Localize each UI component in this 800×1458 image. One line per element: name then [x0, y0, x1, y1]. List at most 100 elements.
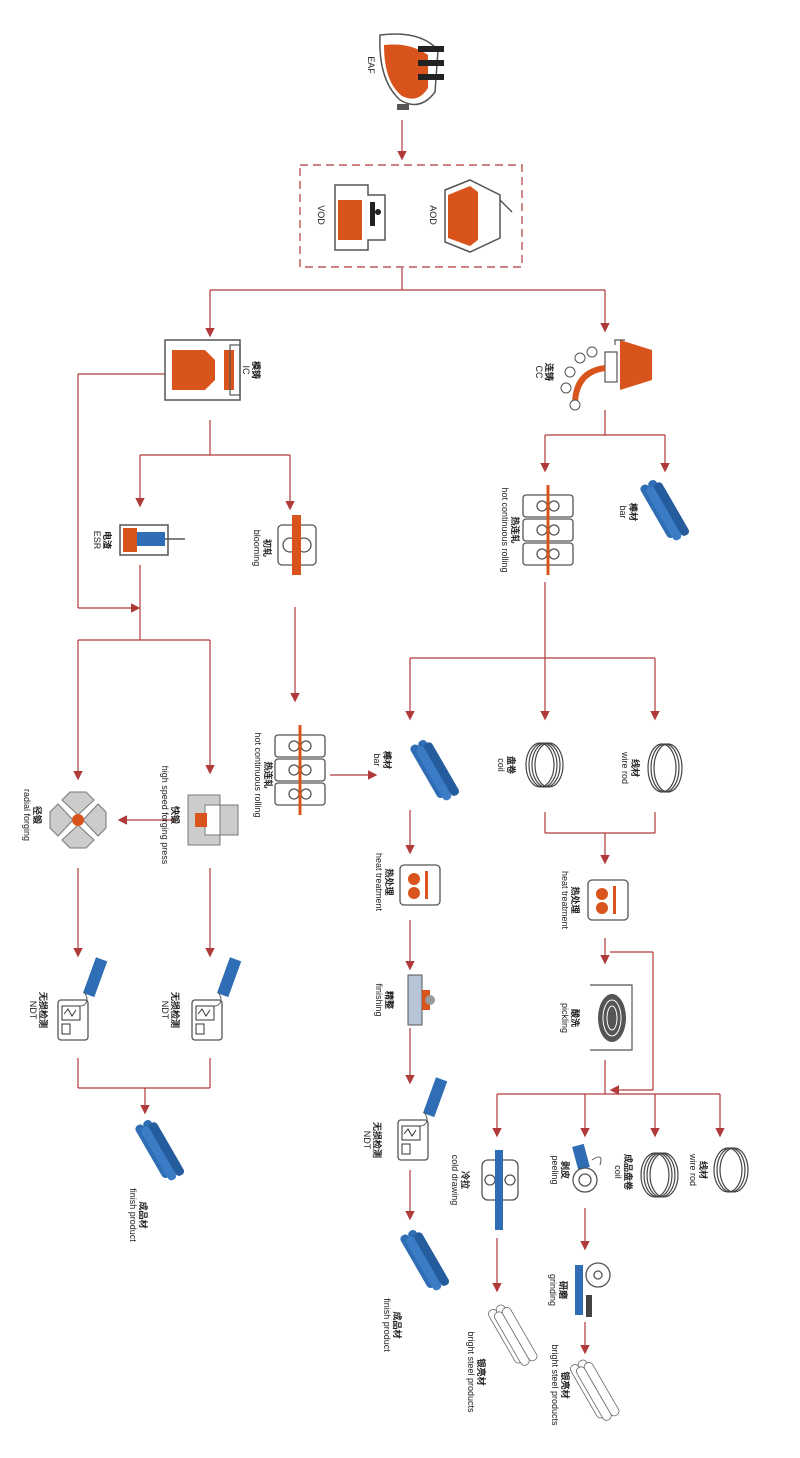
finishing-label-en: finishing	[374, 983, 384, 1016]
wire-rod2-node: 线材 wire rod	[688, 1147, 749, 1193]
finish-bundle-icon	[398, 1228, 451, 1292]
ndt-device-icon	[191, 956, 242, 1041]
coil-icon	[525, 742, 564, 788]
blooming-node: 初轧 blooming	[252, 515, 317, 575]
finish-bundle-icon	[133, 1118, 186, 1182]
peeling-machine-icon	[572, 1143, 602, 1193]
bar-bundle-icon	[638, 478, 691, 542]
radial-forging-label-en: radial forging	[22, 789, 32, 841]
hsfp-label-en: high speed forging press	[160, 766, 170, 865]
bright-mid-label-cn: 银亮材	[476, 1358, 487, 1385]
hcr-right-label-en: hot continuous rolling	[500, 487, 510, 572]
bar-cc-node: 棒材 bar	[618, 478, 691, 542]
cold-drawing-die-icon	[481, 1150, 519, 1230]
hcr-left-node: 热连轧 hot continuous rolling	[253, 724, 326, 818]
blooming-label-en: blooming	[252, 530, 262, 567]
heat-mid-node: 热处理 heat treatment	[374, 853, 441, 912]
cold-drawing-label-en: cold drawing	[450, 1155, 460, 1206]
grinding-label-cn: 研磨	[558, 1281, 569, 1300]
esr-node: 电渣 ESR	[92, 524, 185, 556]
ic-label-en: IC	[241, 366, 251, 376]
fincoil-label-cn: 成品盘卷	[623, 1154, 634, 1191]
ndt-device-icon	[57, 956, 108, 1041]
ndt-mid-node: 无损检测 NDT	[362, 1076, 448, 1161]
ic-node: 模铸 IC	[164, 339, 262, 401]
refining-box: VOD AOD	[299, 164, 523, 268]
bright-right-label-en: bright steel products	[550, 1344, 560, 1426]
radial-forging-node: 径锻 radial forging	[22, 789, 107, 849]
wire-rod-icon	[713, 1147, 743, 1193]
ndt-left1-node: 无损检测 NDT	[28, 956, 108, 1041]
continuous-caster-icon	[560, 339, 652, 411]
coil-label-en: coil	[496, 758, 506, 772]
fincoil-node: 成品盘卷 coil	[613, 1152, 679, 1198]
bar-cc-label-en: bar	[618, 505, 628, 518]
bar-mid-label-cn: 棒材	[382, 751, 393, 769]
bright-bundle-icon	[568, 1358, 621, 1423]
cold-drawing-node: 冷拉 cold drawing	[450, 1150, 519, 1230]
eaf-label: EAF	[366, 56, 376, 74]
blooming-mill-icon	[277, 515, 317, 575]
ndt-left2-label-en: NDT	[160, 1001, 170, 1020]
blooming-label-cn: 初轧	[262, 539, 273, 557]
aod-label: AOD	[428, 205, 438, 225]
fincoil-label-en: coil	[613, 1165, 623, 1179]
bright-mid-node: 银亮材 bright steel products	[466, 1303, 539, 1413]
bar-cc-label-cn: 棒材	[628, 503, 639, 521]
grinding-wheel-icon	[575, 1262, 611, 1317]
bar-mid-node: 棒材 bar	[372, 738, 461, 802]
bright-right-label-cn: 银亮材	[560, 1371, 571, 1398]
finishing-node: 精整 finishing	[374, 974, 435, 1026]
bar-mid-label-en: bar	[372, 753, 382, 766]
hcr-right-node: 热连轧 hot continuous rolling	[500, 484, 574, 576]
pickling-tank-icon	[590, 984, 633, 1051]
ndt-mid-label-en: NDT	[362, 1131, 372, 1150]
bright-mid-label-en: bright steel products	[466, 1331, 476, 1413]
finish-mid-label-cn: 成品材	[392, 1311, 403, 1338]
ndt-device-icon	[397, 1076, 448, 1161]
coil-node: 盘卷 coil	[496, 742, 564, 788]
hcr-right-label-cn: 热连轧	[510, 516, 521, 543]
radial-forging-icon	[49, 791, 107, 849]
coil-label-cn: 盘卷	[506, 756, 517, 775]
radial-forging-label-cn: 径锻	[32, 806, 43, 824]
aod-converter-icon	[444, 179, 513, 253]
bar-bundle-icon	[408, 738, 461, 802]
esr-label-cn: 电渣	[102, 531, 113, 550]
finish-left-node: 成品材 finish product	[128, 1118, 186, 1242]
hcr-left-label-en: hot continuous rolling	[253, 732, 263, 817]
cc-label-en: CC	[534, 366, 544, 379]
heat-right-label-en: heat treatment	[560, 871, 570, 930]
hcr-right-mill-icon	[522, 484, 574, 576]
pickling-node: 酸洗 pickling	[560, 984, 633, 1051]
finish-mid-label-en: finish product	[382, 1298, 392, 1352]
cc-label-cn: 连铸	[544, 363, 555, 381]
finish-mid-node: 成品材 finish product	[382, 1228, 451, 1352]
ingot-mold-icon	[164, 339, 241, 401]
coil-icon	[640, 1152, 679, 1198]
wire-rod-label-en: wire rod	[620, 751, 630, 784]
wire-rod2-label-cn: 线材	[698, 1161, 709, 1179]
cc-node: 连铸 CC	[534, 339, 652, 411]
heat-mid-label-en: heat treatment	[374, 853, 384, 912]
heat-right-label-cn: 热处理	[570, 886, 581, 913]
heat-treatment-icon	[399, 864, 441, 906]
eaf-melt-icon	[384, 44, 428, 99]
hcr-left-mill-icon	[274, 724, 326, 816]
finishing-machine-icon	[407, 974, 435, 1026]
peeling-label-cn: 剥皮	[560, 1161, 571, 1180]
vod-label: VOD	[316, 205, 326, 225]
grinding-node: 研磨 grinding	[548, 1262, 611, 1317]
wire-rod-label-cn: 线材	[630, 759, 641, 777]
wire-rod-icon	[647, 743, 677, 793]
heat-right-node: 热处理 heat treatment	[560, 871, 629, 930]
eaf-node: EAF	[366, 33, 444, 110]
ndt-mid-label-cn: 无损检测	[372, 1121, 383, 1158]
ic-label-cn: 模铸	[251, 361, 262, 379]
esr-label-en: ESR	[92, 531, 102, 550]
flow-lines	[73, 120, 725, 1355]
peeling-node: 剥皮 peeling	[550, 1143, 602, 1193]
bright-right-node: 银亮材 bright steel products	[550, 1344, 621, 1426]
wire-rod2-label-en: wire rod	[688, 1153, 698, 1186]
